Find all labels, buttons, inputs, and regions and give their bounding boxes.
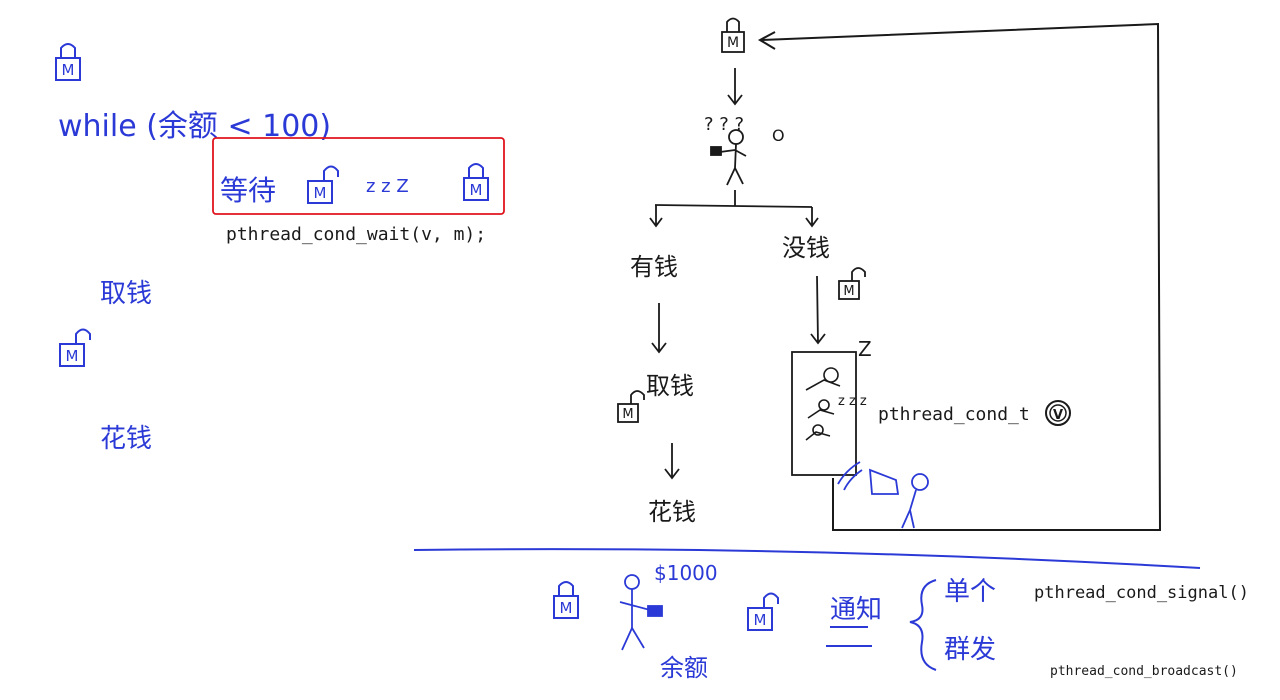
flow-arrow (805, 207, 819, 228)
lock-icon: M (553, 581, 579, 619)
lock-icon: M (721, 17, 745, 53)
confused-person-icon (710, 129, 747, 186)
lock-icon: M (55, 43, 81, 81)
sleep-indicator: z z Z (366, 176, 409, 197)
wait-highlight-box (212, 137, 505, 215)
amount-label: $1000 (654, 561, 718, 585)
sleep-small-z: z z z (838, 394, 867, 409)
no-money-label: 没钱 (782, 234, 830, 262)
flow-arrow (649, 205, 663, 228)
notify-label: 通知 (830, 595, 882, 625)
lock-open-icon: M (747, 592, 779, 631)
lock-label: M (754, 611, 767, 629)
single-label: 单个 (944, 577, 996, 607)
cond-variable-icon: V (1045, 400, 1071, 426)
branch-line (654, 190, 813, 208)
megaphone-person-icon (837, 461, 929, 529)
lock-open-icon: M (617, 390, 645, 423)
api-cond-wait: pthread_cond_wait(v, m); (226, 224, 486, 245)
loop-arrowhead (757, 31, 776, 50)
notify-underline (826, 626, 872, 647)
api-cond-signal: pthread_cond_signal() (1034, 583, 1249, 603)
take-money-label: 取钱 (100, 279, 152, 309)
lock-label: M (622, 407, 633, 422)
question-marks: ? ? ? (704, 114, 744, 135)
lock-label: M (314, 184, 327, 202)
loop-back-line (761, 22, 1162, 531)
wait-queue-box (791, 351, 857, 476)
flow-arrow (651, 303, 667, 354)
api-cond-broadcast: pthread_cond_broadcast() (1050, 664, 1238, 679)
lock-label: M (470, 181, 483, 199)
sleep-z: Z (858, 337, 872, 361)
flow-arrow (664, 443, 680, 480)
divider-line (413, 548, 1201, 569)
lock-open-icon: M (838, 267, 866, 300)
lock-open-icon: M (307, 165, 339, 204)
spend-money-step: 花钱 (648, 498, 696, 526)
lock-label: M (843, 284, 854, 299)
flow-arrow (810, 275, 826, 345)
cond-type-label: pthread_cond_t (878, 404, 1030, 425)
take-money-step: 取钱 (646, 372, 694, 400)
balance-label: 余额 (660, 654, 708, 682)
lock-label: M (727, 35, 739, 51)
lock-icon: M (463, 163, 489, 201)
lock-label: M (560, 599, 573, 617)
lock-label: M (66, 347, 79, 365)
cond-var-letter: V (1053, 408, 1063, 423)
flow-arrow (727, 68, 743, 106)
broadcast-label: 群发 (944, 635, 996, 665)
has-money-label: 有钱 (630, 253, 678, 281)
circle-mark: O (772, 126, 785, 145)
lock-open-icon: M (59, 328, 91, 367)
notify-brace (909, 579, 937, 671)
wait-label: 等待 (220, 174, 276, 207)
person-with-money-icon (619, 574, 663, 651)
spend-money-label: 花钱 (100, 424, 152, 454)
lock-label: M (62, 61, 75, 79)
sleeping-threads-icon (805, 367, 841, 441)
